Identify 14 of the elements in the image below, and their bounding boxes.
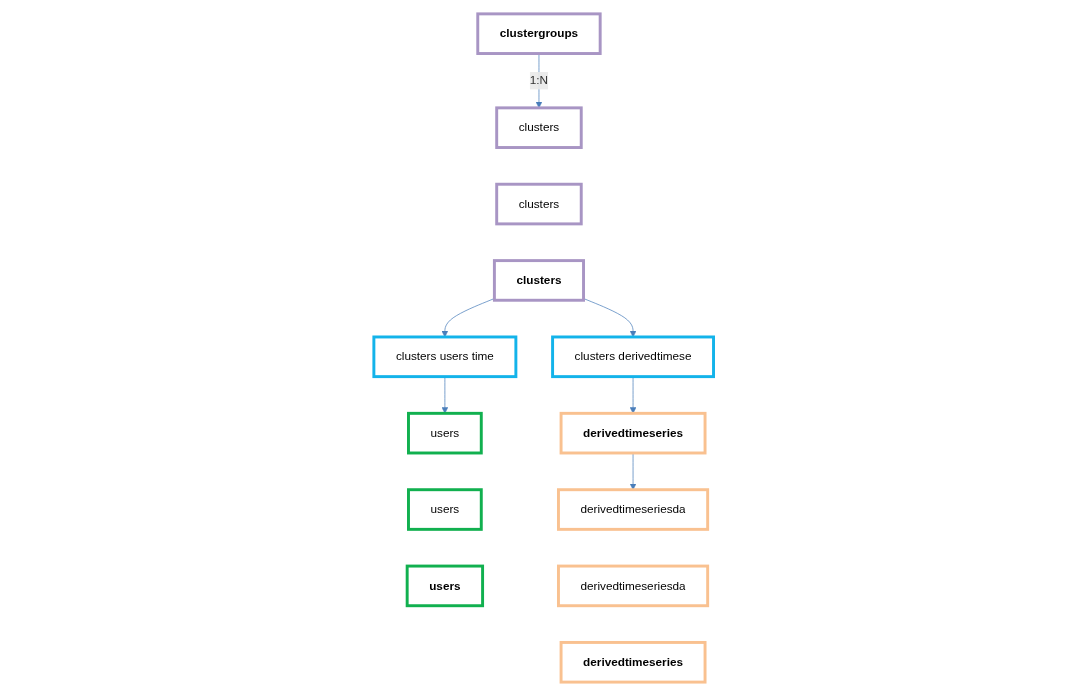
node-box: clusters derivedtimese: [550, 335, 715, 379]
node-box: users: [406, 488, 483, 531]
node-box: clusters users time: [372, 335, 518, 379]
node-box: users: [405, 564, 484, 608]
node-box: users: [406, 411, 483, 455]
node-box: clusters: [495, 182, 583, 226]
node-box: clusters: [495, 106, 583, 149]
node-box: derivedtimeseries: [559, 641, 707, 684]
node-box: derivedtimeseries: [559, 411, 707, 455]
node-box: clusters: [492, 259, 585, 302]
node-box: derivedtimeseriesda: [556, 564, 709, 608]
node-box: clustergroups: [476, 12, 602, 55]
edge-label: 1:N: [529, 74, 548, 87]
node-box: derivedtimeseriesda: [556, 488, 709, 531]
